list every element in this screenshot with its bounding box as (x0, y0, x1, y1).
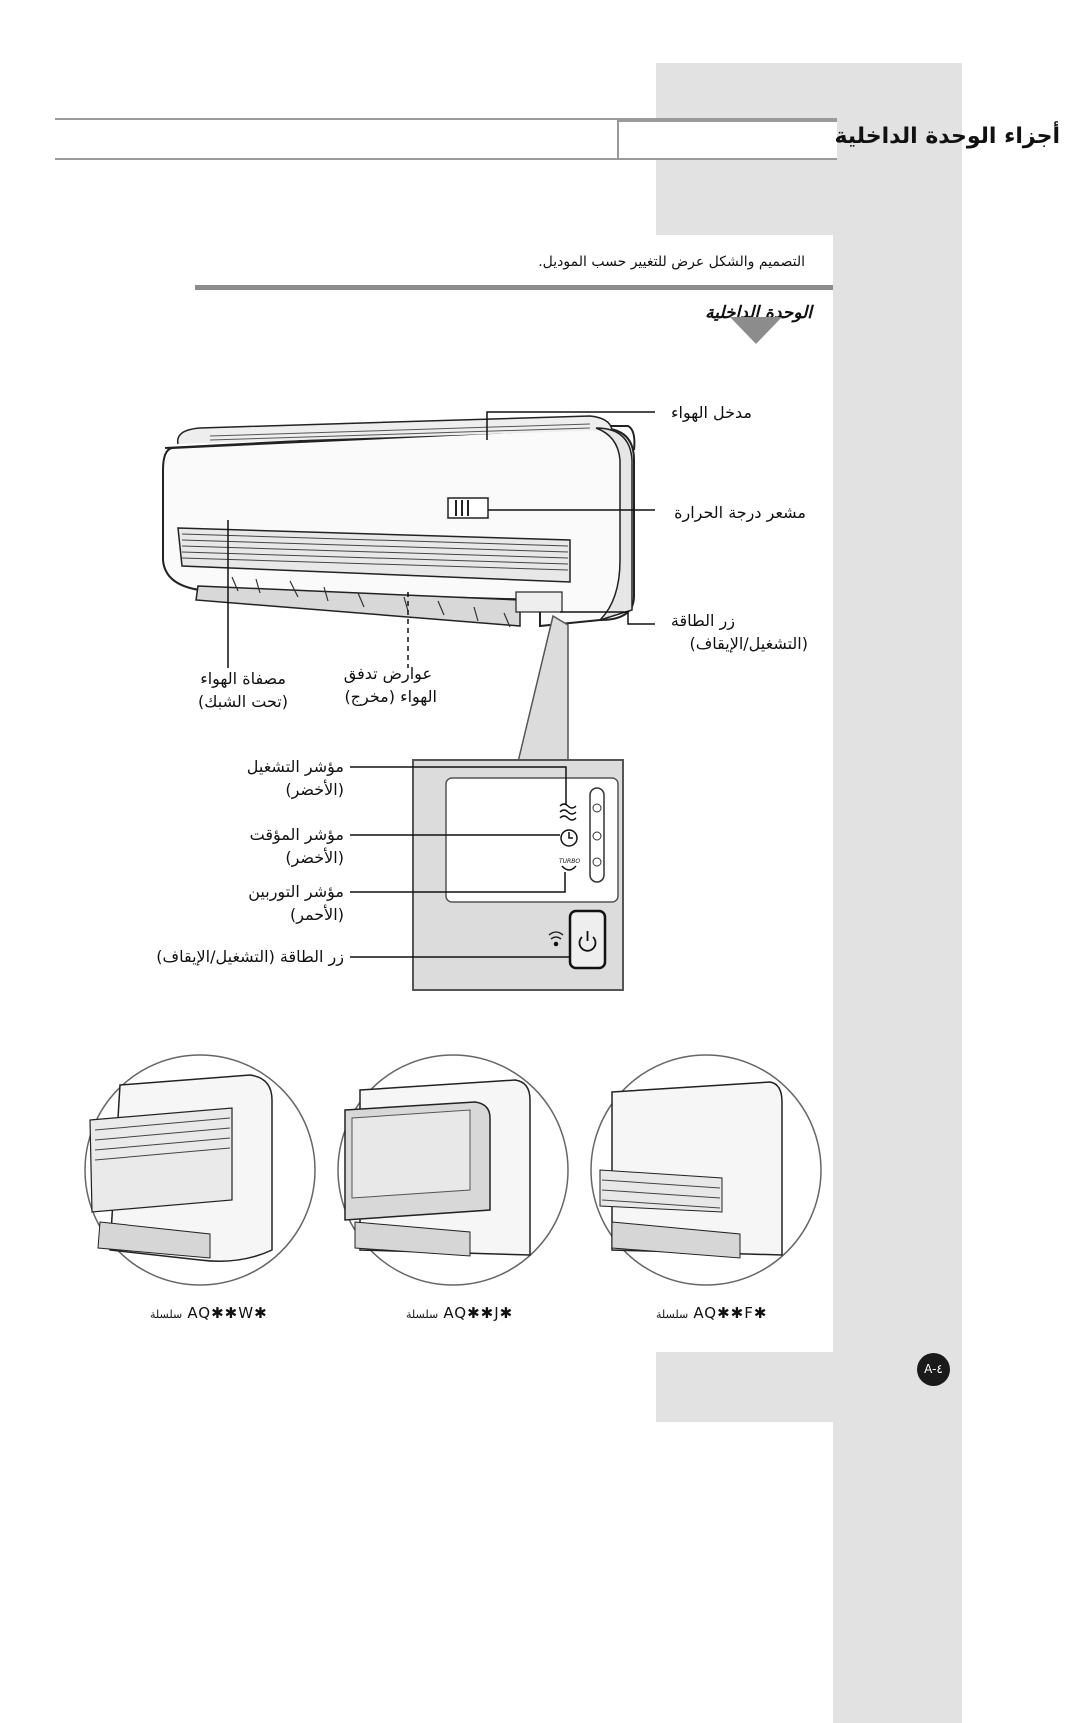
power-button-label-line2: (التشغيل/الإيقاف) (689, 634, 808, 653)
turbo-leader (350, 872, 566, 893)
variant-w-illustration (84, 1054, 316, 1286)
air-filter-label-line2: (تحت الشبك) (198, 692, 288, 711)
variant-caption: سلسلة AQ✱✱J✱ (406, 1304, 514, 1322)
design-note: التصميم والشكل عرض للتغيير حسب الموديل. (538, 254, 805, 270)
page-number: A-٤ (917, 1353, 950, 1386)
power-button-label-line1: زر الطاقة (670, 611, 735, 630)
turbo-indicator-label-line1: مؤشر التوربين (248, 882, 344, 901)
turbo-light (592, 857, 602, 867)
timer-light (592, 831, 602, 841)
indicator-window (445, 777, 619, 903)
signal-icon (548, 931, 564, 947)
indoor-unit-diagram: TURBO (84, 411, 822, 1286)
variant-caption: سلسلة AQ✱✱W✱ (150, 1304, 268, 1322)
timer-icon (560, 829, 578, 847)
zoom-wedge (517, 614, 569, 763)
air-inlet-label: مدخل الهواء (671, 403, 752, 422)
variant-caption: سلسلة AQ✱✱F✱ (656, 1304, 768, 1322)
temp-sensor-label: مشعر درجة الحرارة (674, 503, 806, 522)
operation-light (592, 803, 602, 813)
variant-j-illustration (337, 1054, 569, 1286)
operation-indicator-label-line2: (الأخضر) (285, 780, 344, 799)
timer-indicator-label-line1: مؤشر المؤقت (249, 825, 344, 844)
indoor-unit-illustration (162, 415, 636, 628)
power-icon (578, 931, 597, 952)
side-band (833, 63, 962, 1723)
operation-indicator-label-line1: مؤشر التشغيل (246, 757, 344, 776)
turbo-icon: TURBO (559, 858, 580, 871)
title-box (55, 118, 837, 160)
air-flow-label-line2: الهواء (مخرج) (344, 687, 437, 706)
timer-indicator-label-line2: (الأخضر) (285, 848, 344, 867)
air-filter-label-line1: مصفاة الهواء (200, 669, 286, 688)
air-inlet-leader (486, 411, 655, 440)
operation-leader (350, 766, 567, 805)
turbo-indicator-label-line2: (الأحمر) (289, 905, 344, 924)
page-title: أجزاء الوحدة الداخلية (834, 124, 1060, 149)
side-band (656, 1352, 962, 1422)
section-rule (195, 285, 833, 290)
section-arrow-icon (730, 317, 782, 344)
air-flow-label-line1: عوارض تدفق (343, 664, 432, 683)
svg-text:TURBO: TURBO (559, 858, 580, 865)
power-button-leader (560, 611, 655, 625)
variant-f-illustration (590, 1054, 822, 1286)
power-button-panel-label: زر الطاقة (التشغيل/الإيقاف) (156, 947, 344, 966)
operation-icon (559, 803, 577, 821)
